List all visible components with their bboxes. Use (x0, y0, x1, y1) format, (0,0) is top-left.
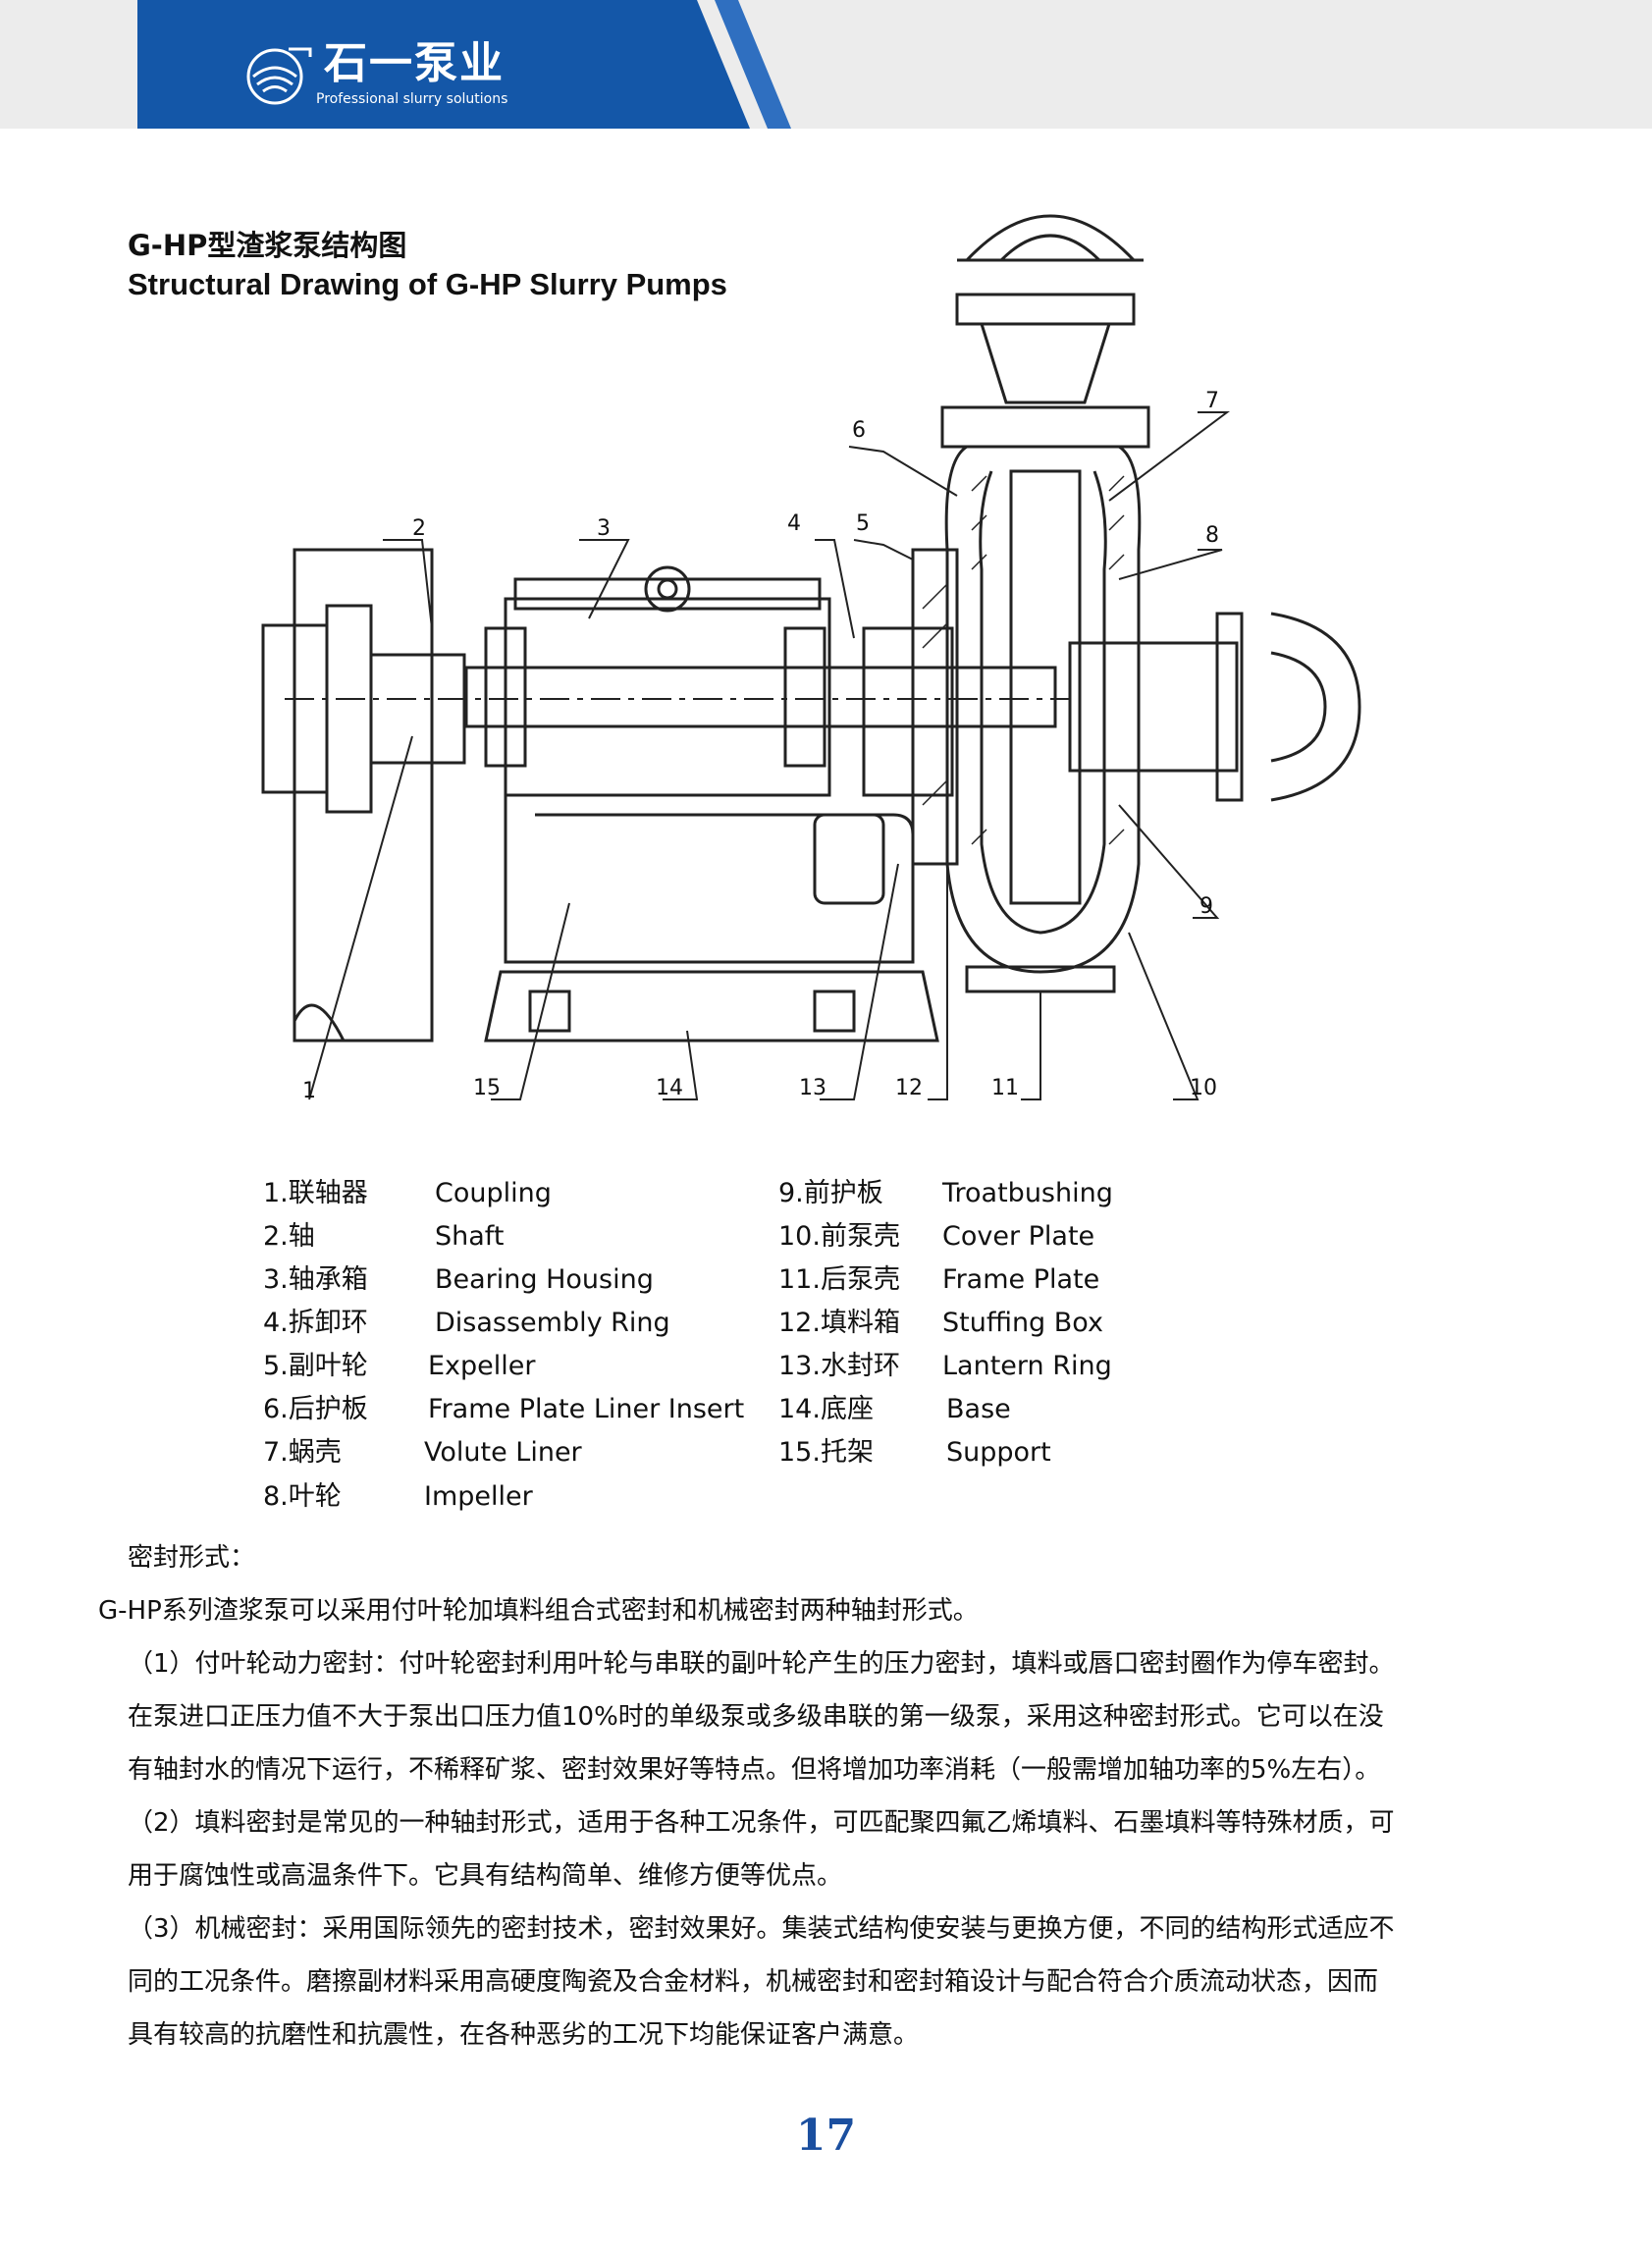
body-line-1: （1）付叶轮动力密封：付叶轮密封利用叶轮与串联的副叶轮产生的压力密封，填料或唇口… (128, 1649, 1395, 1679)
body-line-2: 在泵进口正压力值不大于泵出口压力值10%时的单级泵或多级串联的第一级泵，采用这种… (128, 1702, 1384, 1732)
legend-en-2: Shaft (435, 1221, 505, 1252)
callout-11: 11 (991, 1076, 1019, 1100)
callout-15: 15 (473, 1076, 501, 1100)
legend-cn-7: 7.蜗壳 (263, 1437, 342, 1468)
legend-cn-4: 4.拆卸环 (263, 1308, 368, 1338)
legend-en-15: Support (946, 1437, 1051, 1468)
legend-cn-3: 3.轴承箱 (263, 1264, 368, 1295)
legend-cn-9: 9.前护板 (778, 1178, 883, 1208)
callout-6: 6 (852, 418, 866, 443)
legend-en-11: Frame Plate (942, 1264, 1100, 1295)
legend-en-12: Stuffing Box (942, 1308, 1103, 1338)
legend-cn-11: 11.后泵壳 (778, 1264, 900, 1295)
callout-1: 1 (302, 1079, 316, 1103)
body-line-4: （2）填料密封是常见的一种轴封形式，适用于各种工况条件，可匹配聚四氟乙烯填料、石… (128, 1808, 1395, 1838)
body-line-3: 有轴封水的情况下运行，不稀释矿浆、密封效果好等特点。但将增加功率消耗（一般需增加… (128, 1755, 1381, 1785)
legend-cn-15: 15.托架 (778, 1437, 874, 1468)
brand-tagline: Professional slurry solutions (316, 91, 508, 107)
brand-name: 石一泵业 (324, 38, 505, 88)
body-line-7: 同的工况条件。磨擦副材料采用高硬度陶瓷及合金材料，机械密封和密封箱设计与配合符合… (128, 1967, 1379, 1997)
legend-cn-12: 12.填料箱 (778, 1308, 900, 1338)
legend-cn-5: 5.副叶轮 (263, 1351, 368, 1381)
legend-cn-6: 6.后护板 (263, 1394, 368, 1424)
callout-7: 7 (1205, 389, 1219, 413)
legend-cn-1: 1.联轴器 (263, 1178, 368, 1208)
callout-13: 13 (799, 1076, 826, 1100)
callout-10: 10 (1190, 1076, 1217, 1100)
legend-cn-14: 14.底座 (778, 1394, 874, 1424)
legend-en-4: Disassembly Ring (435, 1308, 670, 1338)
legend-en-8: Impeller (424, 1481, 533, 1512)
drawing-title-en: Structural Drawing of G-HP Slurry Pumps (128, 267, 727, 301)
page-number: 17 (795, 2111, 857, 2161)
legend-en-6: Frame Plate Liner Insert (428, 1394, 745, 1424)
company-logo-icon (246, 47, 312, 105)
callout-2: 2 (412, 516, 426, 541)
legend-en-5: Expeller (428, 1351, 536, 1381)
callout-14: 14 (656, 1076, 683, 1100)
body-line-6: （3）机械密封：采用国际领先的密封技术，密封效果好。集装式结构使安装与更换方便，… (128, 1914, 1395, 1944)
legend-cn-10: 10.前泵壳 (778, 1221, 900, 1252)
section-heading: 密封形式： (128, 1543, 256, 1573)
callout-9: 9 (1199, 894, 1213, 919)
callout-12: 12 (895, 1076, 923, 1100)
drawing-title-cn: G-HP型渣浆泵结构图 (128, 229, 407, 262)
legend-en-13: Lantern Ring (942, 1351, 1112, 1381)
legend-en-7: Volute Liner (424, 1437, 582, 1468)
legend-en-1: Coupling (435, 1178, 552, 1208)
callout-3: 3 (597, 516, 611, 541)
body-line-5: 用于腐蚀性或高温条件下。它具有结构简单、维修方便等优点。 (128, 1861, 843, 1891)
legend-en-9: Troatbushing (942, 1178, 1113, 1208)
legend-cn-8: 8.叶轮 (263, 1481, 342, 1512)
callout-8: 8 (1205, 523, 1219, 548)
header-band (137, 0, 791, 129)
legend-cn-13: 13.水封环 (778, 1351, 900, 1381)
callout-5: 5 (856, 511, 870, 536)
intro-paragraph: G-HP系列渣浆泵可以采用付叶轮加填料组合式密封和机械密封两种轴封形式。 (98, 1596, 979, 1626)
legend-en-14: Base (946, 1394, 1011, 1424)
page-header: 石一泵业 Professional slurry solutions (0, 0, 1652, 129)
body-line-8: 具有较高的抗磨性和抗震性，在各种恶劣的工况下均能保证客户满意。 (128, 2020, 920, 2050)
pump-structural-drawing: 1 2 3 4 5 6 7 8 9 10 11 12 13 14 15 (261, 214, 1361, 1103)
legend-cn-2: 2.轴 (263, 1221, 315, 1252)
seal-description: 密封形式： G-HP系列渣浆泵可以采用付叶轮加填料组合式密封和机械密封两种轴封形… (98, 1531, 1590, 2062)
legend-en-10: Cover Plate (942, 1221, 1095, 1252)
callout-4: 4 (787, 511, 801, 536)
legend-en-3: Bearing Housing (435, 1264, 654, 1295)
